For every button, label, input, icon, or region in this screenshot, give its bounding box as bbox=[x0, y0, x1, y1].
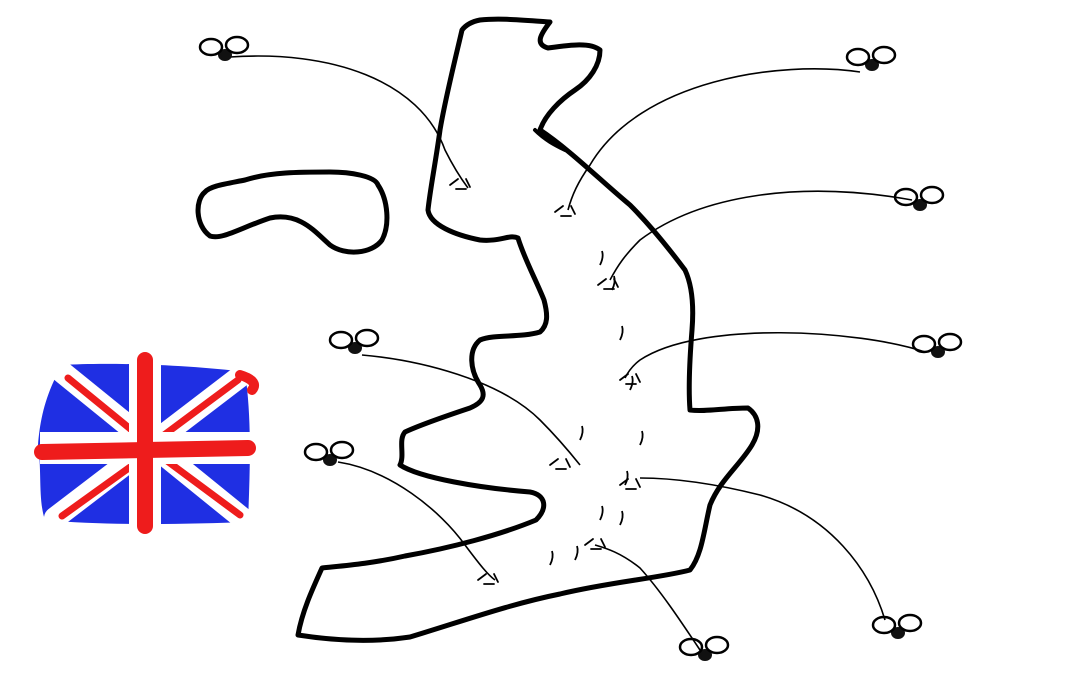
fly-2 bbox=[554, 45, 897, 217]
fly-body bbox=[891, 627, 905, 639]
coast-detail bbox=[533, 128, 567, 152]
flight-path bbox=[567, 68, 861, 211]
fly-7 bbox=[619, 477, 923, 639]
fly-wing bbox=[224, 35, 250, 55]
fly-wing bbox=[871, 45, 897, 65]
fly-wing bbox=[871, 615, 897, 635]
fly-wing bbox=[845, 47, 871, 67]
scratch-mark bbox=[619, 510, 624, 526]
landing-mark bbox=[584, 538, 606, 550]
flight-path bbox=[229, 55, 469, 189]
flight-path bbox=[361, 354, 581, 466]
fly-wing bbox=[354, 328, 380, 348]
scratch-mark bbox=[599, 250, 604, 266]
flight-path bbox=[594, 544, 701, 651]
fly-6 bbox=[303, 440, 499, 585]
fly-5 bbox=[328, 328, 581, 470]
fly-layer bbox=[198, 35, 963, 661]
fly-body bbox=[218, 49, 232, 61]
fly-8 bbox=[584, 538, 730, 661]
flight-path bbox=[639, 477, 886, 621]
landing-mark bbox=[619, 373, 641, 385]
fly-wing bbox=[678, 637, 704, 657]
scratch-mark bbox=[619, 325, 624, 341]
fly-wing bbox=[937, 332, 963, 352]
scratch-mark bbox=[639, 430, 644, 446]
fly-body bbox=[348, 342, 362, 354]
landing-mark bbox=[619, 478, 641, 490]
fly-4 bbox=[619, 331, 963, 385]
scratch-mark bbox=[624, 470, 629, 486]
fly-body bbox=[698, 649, 712, 661]
fly-body bbox=[323, 454, 337, 466]
landing-mark bbox=[477, 573, 499, 585]
fly-wing bbox=[303, 442, 329, 462]
scratch-mark bbox=[611, 275, 616, 291]
fly-wing bbox=[328, 330, 354, 350]
flight-path bbox=[337, 461, 496, 581]
landing-mark bbox=[549, 458, 571, 470]
scratch-mark bbox=[599, 505, 604, 521]
fly-wing bbox=[911, 334, 937, 354]
fly-body bbox=[865, 59, 879, 71]
fly-1 bbox=[198, 35, 471, 190]
great-britain-outline bbox=[295, 16, 761, 643]
fly-wing bbox=[329, 440, 355, 460]
flight-path bbox=[624, 331, 926, 379]
fly-body bbox=[913, 199, 927, 211]
fly-wing bbox=[704, 635, 730, 655]
landing-mark bbox=[449, 178, 471, 190]
scratch-mark bbox=[629, 375, 634, 391]
union-jack-flag bbox=[34, 352, 259, 534]
fly-wing bbox=[919, 185, 945, 205]
ireland-outline bbox=[195, 169, 390, 255]
landing-mark bbox=[554, 205, 576, 217]
fly-3 bbox=[597, 185, 945, 290]
fly-wing bbox=[897, 613, 923, 633]
flight-path bbox=[609, 190, 913, 281]
fly-body bbox=[931, 346, 945, 358]
scratch-mark bbox=[549, 550, 554, 566]
fly-wing bbox=[198, 37, 224, 57]
scratch-mark bbox=[579, 425, 584, 441]
scratch-mark bbox=[574, 545, 579, 561]
fly-wing bbox=[893, 187, 919, 207]
